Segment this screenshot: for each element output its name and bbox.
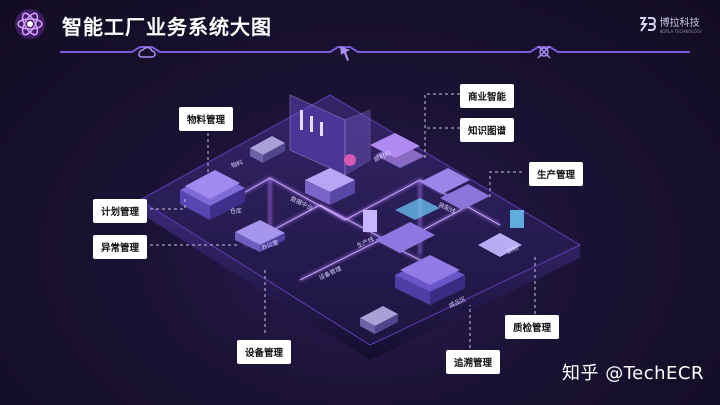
warehouse-racks (370, 133, 425, 168)
data-center-hologram (289, 94, 371, 176)
leader-lines (150, 93, 536, 348)
finished-goods-building (395, 255, 465, 305)
brand-name: 博拉科技 (659, 18, 700, 29)
map-label-material: 物料 (230, 158, 244, 170)
map-label-warehouse: 仓库 (230, 207, 242, 215)
page-title: 智能工厂业务系统大图 (62, 15, 272, 39)
cloud-icon (138, 46, 156, 58)
inspection-station (478, 210, 524, 257)
platform-top (139, 94, 582, 346)
callout-planning[interactable]: 计划管理 (93, 199, 148, 223)
callout-exception[interactable]: 异常管理 (93, 235, 148, 259)
gear-tool-icon (537, 45, 551, 59)
header-divider (60, 45, 690, 61)
office-building (235, 220, 285, 252)
truck-top (250, 136, 285, 163)
callout-production[interactable]: 生产管理 (529, 162, 584, 186)
assembly-line (395, 168, 490, 220)
watermark: 知乎 @TechECR (562, 363, 704, 384)
callout-materials[interactable]: 物料管理 (179, 107, 234, 131)
data-center-machine (305, 168, 355, 205)
callout-equipment[interactable]: 设备管理 (237, 340, 292, 364)
atom-logo-icon (15, 9, 45, 39)
callout-quality[interactable]: 质检管理 (505, 315, 560, 339)
callout-bi[interactable]: 商业智能 (460, 84, 515, 108)
callout-knowledge[interactable]: 知识图谱 (460, 118, 515, 142)
warehouse-building (180, 170, 245, 220)
brand-sub: BORLA TECHNOLOGY (659, 29, 702, 34)
brand-logo-icon (639, 17, 656, 32)
truck-bottom (360, 306, 398, 334)
brand: 博拉科技 BORLA TECHNOLOGY (638, 14, 702, 34)
production-line (363, 210, 435, 253)
tool-icon (340, 46, 350, 61)
callout-trace[interactable]: 追溯管理 (446, 350, 501, 374)
